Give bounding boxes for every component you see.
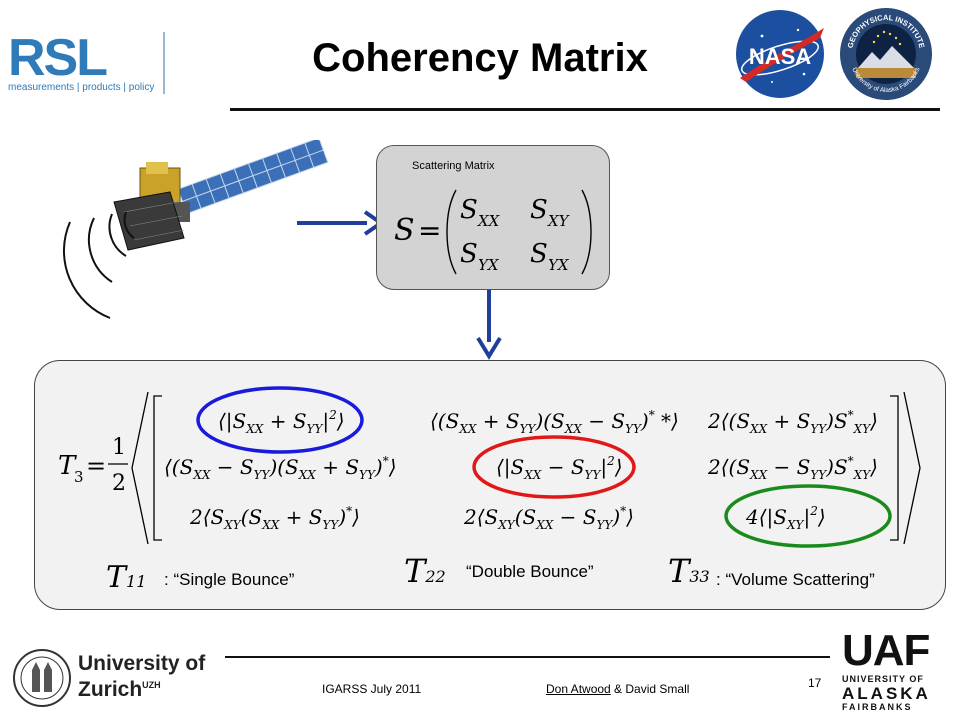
t22-symbol: T — [404, 552, 426, 590]
t11-description: : “Single Bounce” — [164, 570, 295, 589]
svg-text:XY: XY — [547, 212, 571, 230]
page-number: 17 — [808, 676, 822, 690]
arrow-to-scattering-matrix — [297, 210, 385, 236]
svg-text:=: = — [86, 452, 106, 480]
rsl-logo-divider — [163, 32, 165, 94]
nasa-logo: NASA — [736, 10, 824, 98]
svg-text:S: S — [460, 239, 478, 269]
header-rule — [230, 108, 940, 111]
uaf-line-3: FAIRBANKS — [842, 702, 913, 712]
svg-text:⟨(SXX − SYY)(SXX + SYY)*⟩: ⟨(SXX − SYY)(SXX + SYY)*⟩ — [164, 454, 397, 482]
author-rest: & David Small — [610, 682, 690, 696]
nasa-logo-text: NASA — [749, 44, 811, 69]
uzh-line-2: ZurichUZH — [78, 678, 161, 702]
uaf-logo: UAF UNIVERSITY OF ALASKA FAIRBANKS — [838, 626, 938, 716]
svg-text:=: = — [418, 214, 441, 247]
footer-authors: Don Atwood & David Small — [546, 682, 689, 696]
scattering-matrix-caption: Scattering Matrix — [412, 160, 495, 172]
author-link[interactable]: Don Atwood — [546, 682, 611, 696]
svg-text:S: S — [530, 239, 548, 269]
svg-text:3: 3 — [74, 468, 84, 486]
slide-title: Coherency Matrix — [312, 36, 648, 80]
svg-text:⟨|SXX − SYY|2⟩: ⟨|SXX − SYY|2⟩ — [496, 454, 623, 482]
geophysical-institute-seal: GEOPHYSICAL INSTITUTE University of Alas… — [840, 8, 932, 100]
t11-symbol: T — [106, 560, 127, 595]
svg-text:2⟨SXY(SXX + SYY)*⟩: 2⟨SXY(SXX + SYY)*⟩ — [189, 504, 360, 532]
svg-text:2⟨(SXX + SYY)S*XY⟩: 2⟨(SXX + SYY)S*XY⟩ — [707, 408, 878, 436]
svg-text:⟨(SXX + SYY)(SXX − SYY)* *⟩: ⟨(SXX + SYY)(SXX − SYY)* *⟩ — [430, 408, 679, 436]
svg-text:S: S — [394, 213, 415, 248]
uaf-line-1: UNIVERSITY OF — [842, 674, 924, 684]
svg-text:YX: YX — [548, 256, 570, 274]
t33-label: T33 — [668, 552, 710, 590]
rsl-logo: RSL measurements | products | policy — [8, 32, 173, 100]
satellite-illustration — [113, 140, 329, 251]
svg-text:XX: XX — [477, 212, 501, 230]
rsl-logo-tagline: measurements | products | policy — [8, 82, 155, 93]
footer-rule — [225, 656, 830, 658]
uzh-superscript: UZH — [142, 680, 161, 690]
svg-text:S: S — [460, 195, 478, 225]
svg-text:S: S — [530, 195, 548, 225]
t11-label: T11 — [106, 560, 147, 595]
arrow-to-coherency-matrix — [476, 290, 502, 360]
svg-text:2: 2 — [112, 471, 126, 496]
radar-wave-arcs — [63, 211, 135, 319]
t22-label: T22 — [404, 552, 446, 590]
svg-text:2⟨SXY(SXX − SYY)*⟩: 2⟨SXY(SXX − SYY)*⟩ — [463, 504, 634, 532]
t22-description: “Double Bounce” — [466, 562, 594, 581]
single-bounce-highlight — [196, 386, 364, 454]
svg-text:⟨|SXX + SYY|2⟩: ⟨|SXX + SYY|2⟩ — [218, 408, 345, 436]
svg-text:YX: YX — [478, 256, 500, 274]
rsl-logo-letters: RSL — [8, 29, 108, 87]
svg-text:1: 1 — [112, 435, 126, 460]
volume-scattering-highlight — [724, 484, 892, 548]
t33-description: : “Volume Scattering” — [716, 570, 875, 589]
uzh-seal-icon — [13, 649, 71, 707]
uzh-line-1: University of — [78, 652, 206, 675]
svg-text:2⟨(SXX − SYY)S*XY⟩: 2⟨(SXX − SYY)S*XY⟩ — [707, 454, 878, 482]
uzh-logo: University of ZurichUZH — [12, 648, 212, 708]
uaf-letters: UAF — [842, 626, 930, 675]
footer-conference: IGARSS July 2011 — [322, 682, 422, 696]
double-bounce-highlight — [472, 435, 636, 499]
uaf-line-2: ALASKA — [842, 684, 931, 703]
svg-text:4⟨|SXY|2⟩: 4⟨|SXY|2⟩ — [745, 504, 826, 532]
svg-text:T: T — [58, 451, 77, 481]
scattering-matrix-box — [376, 145, 610, 290]
coherency-matrix-equation: T 3 = 1 2 ⟨|SXX + SYY|2⟩ ⟨(SXX + SYY)(SX… — [58, 386, 921, 548]
uzh-word-zurich: Zurich — [78, 678, 143, 701]
t33-symbol: T — [668, 552, 690, 590]
